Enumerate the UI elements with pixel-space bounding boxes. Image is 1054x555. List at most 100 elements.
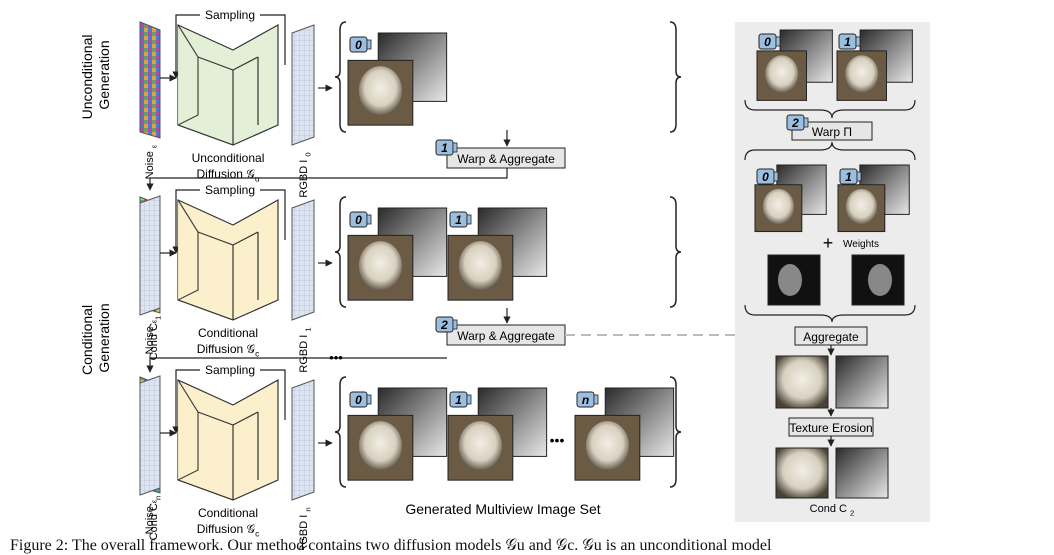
badge-label: 1 (455, 213, 462, 227)
dog-figure (458, 241, 502, 291)
noise-label: Noise ε (144, 144, 158, 179)
panel-bracket-2 (744, 141, 916, 161)
cond-label: Cond C n (148, 496, 162, 541)
set-open-bracket (334, 376, 347, 488)
sampling-label: Sampling (205, 363, 255, 377)
badge-tab (775, 36, 781, 47)
noise-tensor (139, 21, 161, 139)
diffusion-name: Conditional (198, 506, 258, 520)
dog-figure (845, 55, 879, 93)
weight-map-1-highlight (778, 264, 802, 296)
diffusion-name: Conditional (198, 326, 258, 340)
set-open-bracket (334, 21, 347, 133)
badge-label: 1 (441, 141, 448, 155)
diffusion-name: Unconditional (192, 151, 265, 165)
aggregated-rgb (775, 355, 829, 409)
dog-figure (762, 188, 795, 225)
cond-tensor (139, 375, 161, 496)
set-close-bracket (669, 196, 682, 308)
set-close-bracket (669, 376, 682, 488)
badge-label: 0 (355, 38, 362, 52)
sampling-bg (200, 183, 260, 197)
sampling-label: Sampling (205, 8, 255, 22)
diffusion-unet-edges (197, 411, 259, 500)
sampling-label: Sampling (205, 183, 255, 197)
weights-label: Weights (843, 239, 879, 250)
weight-map-2-highlight (868, 264, 892, 296)
badge-tab (856, 171, 862, 182)
badge-tab (773, 171, 779, 182)
badge-label: 0 (355, 393, 362, 407)
badge-tab (855, 36, 861, 47)
warp-to-cond-n (146, 357, 447, 373)
rgbd-label: RGBD I 1 (298, 327, 312, 372)
badge-tab (366, 394, 372, 405)
row-ellipsis: ••• (329, 350, 343, 365)
warp-to-cond-1 (146, 168, 508, 191)
badge-label: 2 (440, 318, 448, 332)
generated-set-label: Generated Multiview Image Set (405, 501, 600, 517)
conditional-label: Conditional Generation (79, 301, 112, 375)
badge-tab (466, 214, 472, 225)
sampling-bg (200, 8, 260, 22)
badge-label: 2 (791, 116, 799, 130)
badge-tab (366, 39, 372, 50)
warp-aggregate-box-1-label: Warp & Aggregate (457, 152, 555, 166)
warp-aggregate-box-2-label: Warp & Aggregate (457, 329, 555, 343)
aggregated-depth (835, 355, 889, 409)
cond-c2-label: Cond C 2 (810, 503, 855, 517)
noise-label: Noise ε (144, 499, 158, 534)
badge-label: n (582, 393, 589, 407)
badge-tab (452, 319, 458, 330)
rgbd-output (291, 24, 315, 146)
dog-figure (845, 188, 878, 225)
set-close-bracket (669, 21, 682, 133)
diffusion-unet-edges (197, 231, 259, 320)
dog-figure (358, 241, 402, 291)
eroded-rgb (775, 447, 829, 499)
badge-label: 1 (455, 393, 462, 407)
badge-label: 0 (762, 170, 769, 184)
panel-bracket-3 (744, 304, 916, 323)
badge-label: 0 (355, 213, 362, 227)
set-open-bracket (334, 196, 347, 308)
badge-label: 0 (764, 35, 771, 49)
badge-label: 1 (845, 170, 852, 184)
badge-tab (803, 117, 809, 128)
warp-pi-box-label: Warp Π (812, 125, 852, 139)
badge-label: 1 (844, 35, 851, 49)
rgbd-label: RGBD I 0 (298, 152, 312, 197)
dog-figure (358, 66, 402, 116)
view-ellipsis: ••• (550, 432, 565, 448)
rgbd-output (291, 199, 315, 321)
sampling-bg (200, 363, 260, 377)
diffusion-unet-left-face (177, 199, 199, 301)
rgbd-output (291, 379, 315, 501)
warp-pi-box (791, 121, 873, 141)
dog-figure (765, 55, 799, 93)
texture-erosion-box-label: Texture Erosion (789, 421, 872, 435)
noise-label: Noise ε (144, 319, 158, 354)
diffusion-unet-left-face (177, 379, 199, 481)
panel-bracket-1 (744, 99, 916, 119)
plus-sign: + (823, 233, 834, 253)
diffusion-symbol: Diffusion 𝒢c (197, 342, 260, 359)
unconditional-label: Unconditional Generation (79, 31, 112, 120)
badge-tab (452, 142, 458, 153)
aggregate-box-label: Aggregate (803, 330, 859, 344)
rgbd-label: RGBD I n (298, 507, 312, 550)
cond-label: Cond C 1 (148, 316, 162, 361)
figure-caption: Figure 2: The overall framework. Our met… (10, 537, 772, 554)
diffusion-symbol: Diffusion 𝒢c (197, 522, 260, 539)
dog-figure (585, 421, 630, 471)
diffusion-unet-left-face (177, 24, 199, 126)
cond-tensor (139, 195, 161, 316)
diffusion-unet-edges (197, 56, 259, 145)
eroded-depth (835, 447, 889, 499)
warp-aggregate-box-1 (446, 147, 566, 169)
dog-figure (458, 421, 502, 471)
